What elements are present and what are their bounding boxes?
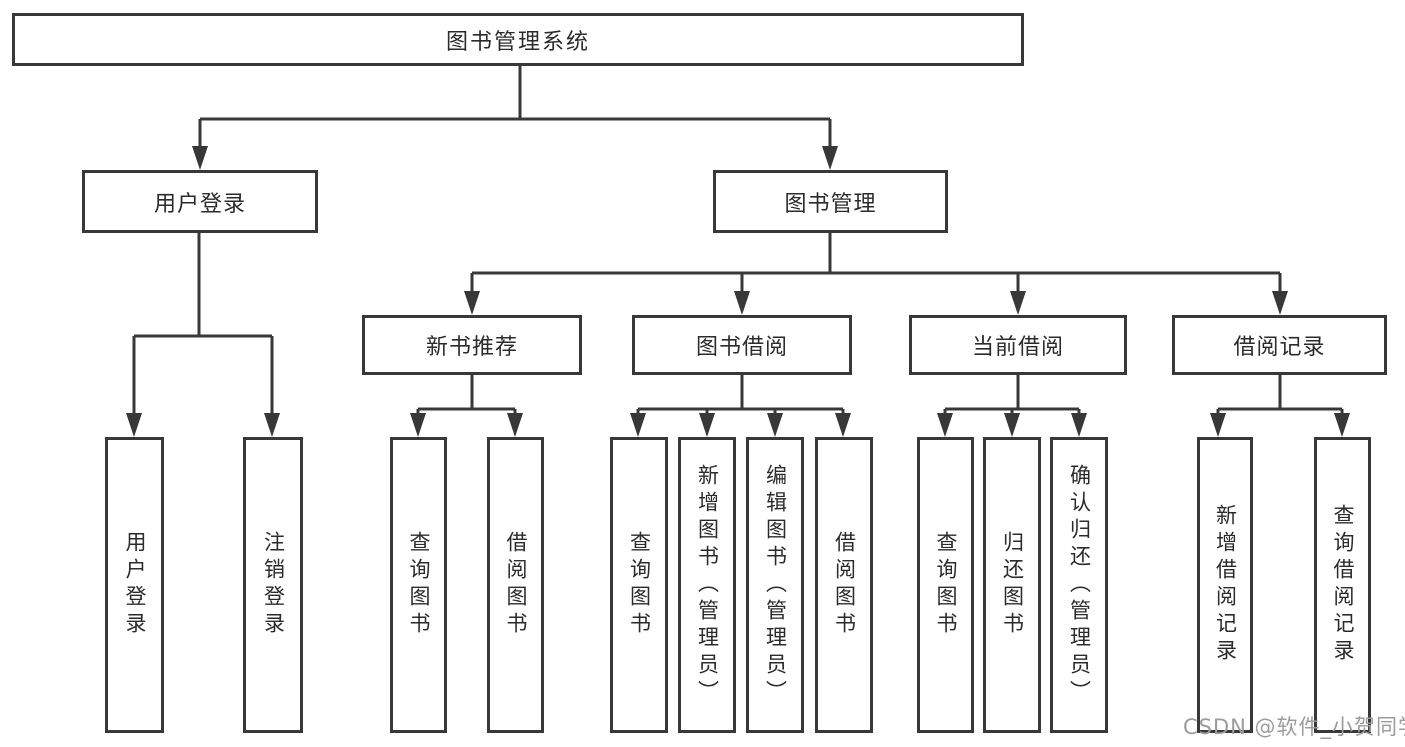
arrowhead <box>507 413 523 437</box>
node-label: 新增图书（管理员） <box>695 463 720 707</box>
node-label: 确认归还（管理员） <box>1067 463 1092 707</box>
leaf-borrow-books: 借阅图书 <box>815 437 873 733</box>
csdn-watermark: CSDN @软件_小贺同学 <box>1183 715 1405 739</box>
node-label: 查询图书 <box>627 531 652 639</box>
node-label: 图书管理系统 <box>445 29 590 55</box>
node-library-management-system: 图书管理系统 <box>12 13 1024 66</box>
leaf-confirm-return-admin: 确认归还（管理员） <box>1050 437 1108 733</box>
arrowhead <box>767 413 783 437</box>
node-label: 新书推荐 <box>425 335 518 360</box>
arrowhead <box>937 413 953 437</box>
arrowhead <box>464 291 480 315</box>
arrowhead <box>734 291 750 315</box>
node-label: 注销登录 <box>261 531 286 639</box>
node-label: 当前借阅 <box>971 335 1064 360</box>
connector-lines <box>132 66 1344 414</box>
node-label: 借阅图书 <box>504 531 528 639</box>
arrowhead <box>1210 413 1226 437</box>
leaf-query-books-current: 查询图书 <box>917 437 974 733</box>
node-label: 新增借阅记录 <box>1213 504 1238 666</box>
node-user-login-module: 用户登录 <box>82 170 318 233</box>
arrowheads-group <box>126 146 1350 437</box>
arrowhead <box>835 413 851 437</box>
arrowhead <box>1004 413 1020 437</box>
node-current-borrowing: 当前借阅 <box>909 315 1127 375</box>
arrowhead <box>1071 413 1087 437</box>
node-label: 用户登录 <box>153 191 246 217</box>
leaf-edit-books-admin: 编辑图书（管理员） <box>746 437 804 733</box>
node-label: 用户登录 <box>123 531 147 639</box>
node-book-management-module: 图书管理 <box>713 170 948 233</box>
leaf-return-books: 归还图书 <box>983 437 1041 733</box>
leaf-query-books-borrowing: 查询图书 <box>610 437 668 733</box>
leaf-query-borrow-record: 查询借阅记录 <box>1314 437 1371 733</box>
leaf-add-borrow-record: 新增借阅记录 <box>1197 437 1253 733</box>
arrowhead <box>1334 413 1350 437</box>
arrowhead <box>410 413 426 437</box>
leaf-add-books-admin: 新增图书（管理员） <box>678 437 736 733</box>
node-label: 查询图书 <box>407 531 431 639</box>
node-new-book-recommendation: 新书推荐 <box>362 315 582 375</box>
node-label: 归还图书 <box>1000 531 1025 639</box>
node-label: 借阅记录 <box>1233 335 1326 360</box>
node-label: 图书借阅 <box>695 335 788 360</box>
arrowhead <box>264 413 280 437</box>
leaf-user-login: 用户登录 <box>105 437 164 733</box>
arrowhead <box>1010 291 1026 315</box>
node-label: 图书管理 <box>784 191 877 217</box>
leaf-query-books-recommend: 查询图书 <box>390 437 447 733</box>
node-book-borrowing: 图书借阅 <box>632 315 852 375</box>
node-label: 查询图书 <box>934 531 958 639</box>
node-label: 编辑图书（管理员） <box>763 463 788 707</box>
arrowhead <box>1272 291 1288 315</box>
arrowhead <box>630 413 646 437</box>
node-borrowing-records: 借阅记录 <box>1172 315 1387 375</box>
leaf-logout: 注销登录 <box>243 437 303 733</box>
leaf-borrow-books-recommend: 借阅图书 <box>487 437 544 733</box>
arrowhead <box>192 146 208 170</box>
arrowhead <box>126 413 142 437</box>
arrowhead <box>699 413 715 437</box>
node-label: 借阅图书 <box>832 531 857 639</box>
node-label: 查询借阅记录 <box>1331 504 1355 666</box>
arrowhead <box>822 146 838 170</box>
